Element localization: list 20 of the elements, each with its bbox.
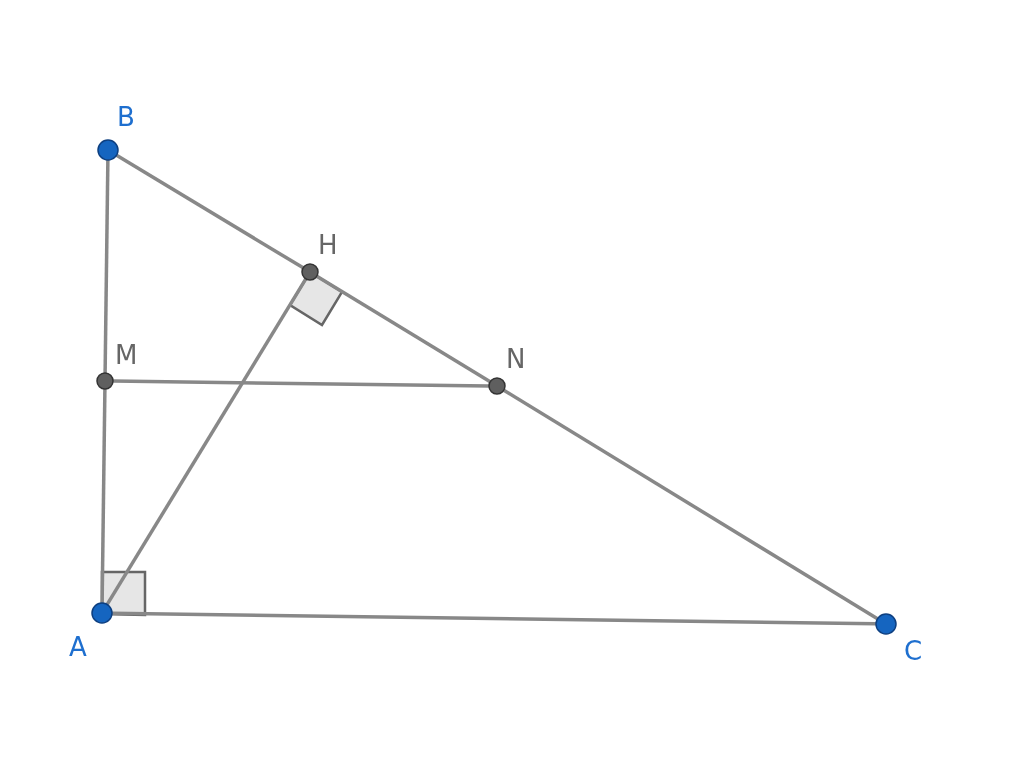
point [96, 372, 114, 390]
point [488, 377, 506, 395]
point [97, 139, 119, 161]
line-segment [100, 388, 107, 604]
point-label: C [904, 638, 923, 664]
point-label: A [69, 634, 87, 660]
point-label: B [117, 104, 135, 130]
point-label: N [506, 346, 526, 372]
point-label: M [115, 342, 138, 368]
point [91, 602, 113, 624]
line-segment [112, 379, 490, 388]
line-segment [103, 159, 110, 374]
point-label: H [318, 232, 338, 258]
line-segment [115, 153, 305, 270]
line-segment [105, 277, 308, 606]
line-segment [315, 274, 492, 384]
line-segment [111, 611, 877, 626]
line-segment [502, 388, 879, 621]
point [875, 613, 897, 635]
point [301, 263, 319, 281]
